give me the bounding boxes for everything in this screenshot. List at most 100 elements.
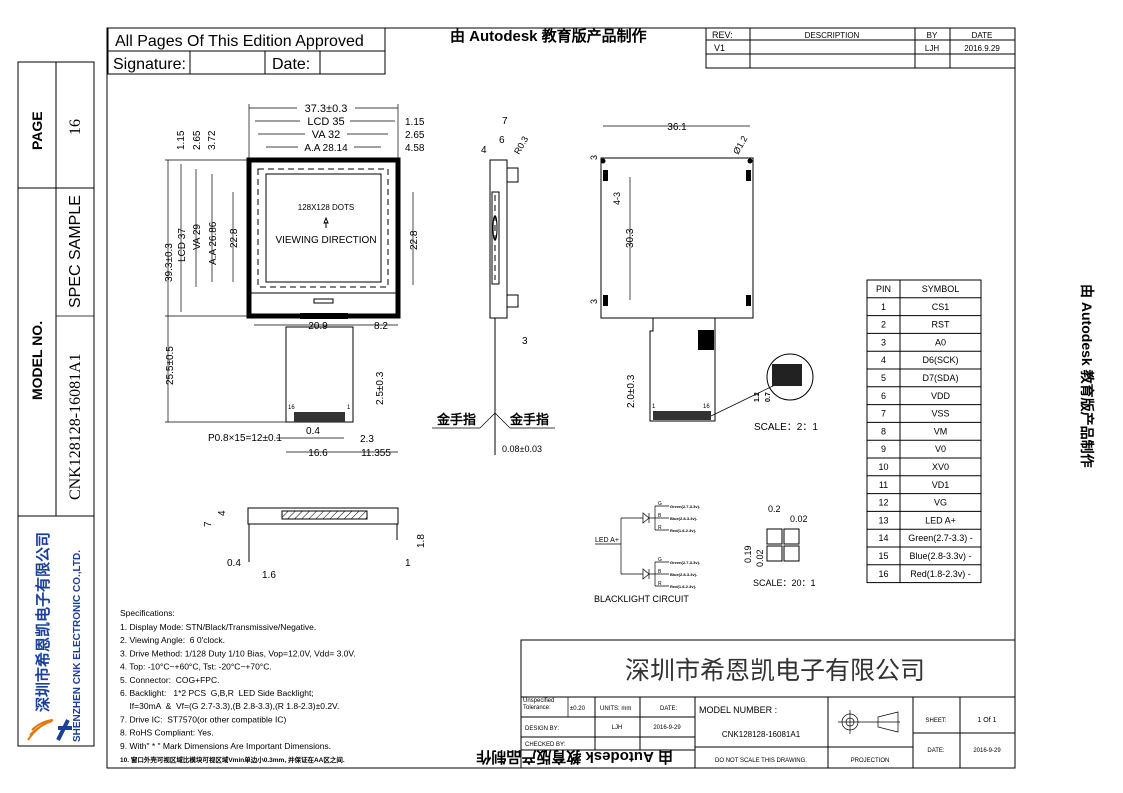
pin-symbol: CS1 bbox=[932, 302, 950, 312]
watermark-right: 由 Autodesk 教育版产品制作 bbox=[1079, 284, 1095, 468]
back-dim-3b: 3 bbox=[589, 299, 599, 304]
front-view: 128X128 DOTS VIEWING DIRECTION 37.3±0.3 … bbox=[164, 102, 425, 459]
led1-green-label: Green(2.7-3.3v)- bbox=[670, 504, 701, 509]
spec-line: 8. RoHS Compliant: Yes. bbox=[120, 728, 214, 738]
spec-line: 5. Connector: COG+FPC. bbox=[120, 675, 219, 685]
pin-symbol: RST bbox=[932, 320, 951, 330]
back-dim-30-3: 30.3 bbox=[625, 228, 636, 248]
pin-symbol: VDD bbox=[931, 391, 951, 401]
viewing-direction-label: VIEWING DIRECTION bbox=[275, 235, 376, 246]
fpc-pitch: P0.8×15=12±0.1 bbox=[208, 433, 282, 444]
led2-r: R bbox=[658, 581, 662, 587]
fpc-dim-offset: 11.355 bbox=[361, 448, 391, 459]
approval-box: All Pages Of This Edition Approved Signa… bbox=[107, 27, 386, 75]
back-dim-width: 36.1 bbox=[667, 122, 687, 133]
dim-left-top-3: 3.72 bbox=[207, 130, 218, 150]
pin-number: 12 bbox=[878, 498, 888, 508]
pixel-dim-0-02b: 0.02 bbox=[755, 549, 765, 567]
fpc-dim-w2: 2.3 bbox=[360, 434, 374, 445]
pin-symbol: VG bbox=[934, 498, 947, 508]
spec-line: 7. Drive IC: ST7570(or other compatible … bbox=[120, 714, 286, 724]
date2-value: 2016-9-29 bbox=[973, 748, 1001, 754]
page-value: 16 bbox=[67, 119, 84, 135]
tolerance-label: Unspecified Tolerance: bbox=[523, 698, 555, 711]
dim-va-width: VA 32 bbox=[312, 129, 341, 141]
description-header: DESCRIPTION bbox=[805, 31, 860, 40]
spec-line: 9. With" * " Mark Dimensions Are Importa… bbox=[120, 741, 331, 751]
pin-symbol: VD1 bbox=[932, 480, 950, 490]
side-dim-3: 3 bbox=[522, 336, 528, 347]
date-label: Date: bbox=[272, 56, 310, 73]
back-dim-3a: 3 bbox=[589, 155, 599, 160]
side-view: 7 6 4 R0.3 3 0.08±0.03 金手指 金手指 bbox=[432, 116, 555, 455]
watermark-bottom: 由 Autodesk 教育版产品制作 bbox=[476, 748, 673, 766]
side-dim-4: 4 bbox=[481, 145, 487, 156]
pin-symbol: V0 bbox=[935, 444, 946, 454]
bottom-view: 7 4 1.8 0.4 1.6 1 bbox=[203, 507, 427, 581]
fpc-dim-b: 8.2 bbox=[374, 321, 388, 332]
model-label: MODEL NO. bbox=[29, 321, 45, 400]
model-number-label: MODEL NUMBER : bbox=[699, 705, 777, 715]
pin-symbol: D7(SDA) bbox=[922, 373, 958, 383]
gold-finger-label-right: 金手指 bbox=[509, 412, 549, 427]
back-dim-fpc: 2.0±0.3 bbox=[626, 374, 637, 408]
fpc-dim-tab: 2.5±0.3 bbox=[375, 371, 386, 405]
pin-number: 16 bbox=[878, 569, 888, 579]
back-pin1: 1 bbox=[652, 404, 656, 410]
title-block: 深圳市希恩凯电子有限公司 ±0.20 UNITS: mm DATE: DESIG… bbox=[520, 639, 1016, 769]
symbol-header: SYMBOL bbox=[922, 284, 960, 294]
rev-by: LJH bbox=[925, 44, 939, 53]
pin-symbol: Green(2.7-3.3) - bbox=[908, 533, 973, 543]
detail-dim-a: 1.2 bbox=[754, 392, 761, 402]
date-header: DATE bbox=[972, 31, 993, 40]
detail-scale: SCALE：2：1 bbox=[754, 422, 818, 433]
bottom-dim-0-4: 0.4 bbox=[227, 558, 241, 569]
fpc-dim-width: 16.6 bbox=[308, 448, 328, 459]
side-dim-thickness: 0.08±0.03 bbox=[502, 444, 542, 454]
pin-number: 9 bbox=[881, 444, 886, 454]
side-dim-7: 7 bbox=[502, 116, 508, 127]
fpc-dim-height: 25.5±0.5 bbox=[165, 346, 176, 385]
bottom-dim-7: 7 bbox=[203, 521, 214, 527]
sheet-label: SHEET: bbox=[925, 718, 946, 724]
led2-green-label: Green(2.7-3.3v)- bbox=[670, 560, 701, 565]
sheet-value: 1 Of 1 bbox=[977, 717, 996, 724]
pin-symbol: D6(SCK) bbox=[922, 355, 958, 365]
led2-g: G bbox=[658, 557, 662, 563]
pin-symbol: XV0 bbox=[932, 462, 949, 472]
units-value: UNITS: mm bbox=[600, 706, 631, 712]
spec-line: 1. Display Mode: STN/Black/Transmissive/… bbox=[120, 622, 316, 632]
page-label: PAGE bbox=[29, 111, 45, 150]
tolerance-value: ±0.20 bbox=[570, 706, 586, 712]
bottom-dim-1: 1 bbox=[405, 558, 411, 569]
dim-right-3: 4.58 bbox=[405, 143, 425, 154]
bottom-dim-1-6: 1.6 bbox=[262, 570, 276, 581]
led2-blue-label: Blue(2.8-3.3v)- bbox=[670, 572, 698, 577]
pin-number: 6 bbox=[881, 391, 886, 401]
pin-symbol: Red(1.8-2.3v) - bbox=[910, 569, 971, 579]
pin-number: 7 bbox=[881, 409, 886, 419]
projection-label: PROJECTION bbox=[851, 758, 890, 764]
spec-line: If=30mA & Vf=(G 2.7-3.3),(B 2.8-3.3),(R … bbox=[120, 701, 339, 711]
spec-sample-label: SPEC SAMPLE bbox=[67, 195, 84, 308]
dim-left-22-8: 22.8 bbox=[229, 228, 240, 248]
led1-blue-label: Blue(2.8-3.3v)- bbox=[670, 516, 698, 521]
bottom-dim-4: 4 bbox=[217, 510, 228, 516]
dim-aa-width: A.A 28.14 bbox=[304, 143, 348, 154]
side-dim-r03: R0.3 bbox=[512, 135, 530, 156]
back-dim-4-3: 4-3 bbox=[612, 192, 622, 205]
led1-b: B bbox=[658, 513, 662, 519]
signature-label: Signature: bbox=[113, 56, 186, 73]
company-name: 深圳市希恩凯电子有限公司 bbox=[625, 657, 925, 685]
dots-label: 128X128 DOTS bbox=[298, 203, 354, 212]
dim-lcd-width: LCD 35 bbox=[307, 116, 344, 128]
projection-symbol-icon bbox=[838, 710, 900, 734]
model-value: CNK128128-16081A1 bbox=[67, 353, 84, 500]
company-name-cn: 深圳市希恩凯电子有限公司 bbox=[34, 532, 52, 712]
design-by: LJH bbox=[612, 725, 623, 731]
led2-b: B bbox=[658, 569, 662, 575]
pin-number: 2 bbox=[881, 320, 886, 330]
led1-red-label: Red(1.8-2.3v)- bbox=[670, 528, 697, 533]
dim-left-top-1: 1.15 bbox=[176, 130, 187, 150]
